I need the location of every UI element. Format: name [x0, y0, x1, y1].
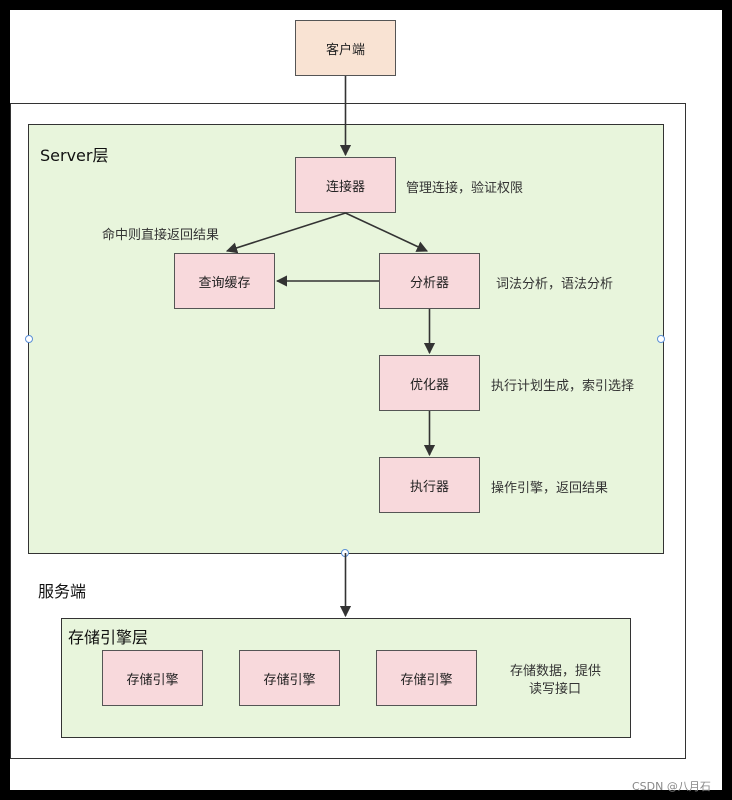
resize-handle-left[interactable]: [25, 335, 33, 343]
storage-annotation-line1: 存储数据，提供: [510, 664, 602, 679]
watermark: CSDN @八月石: [632, 780, 711, 793]
executor-node[interactable]: 执行器: [379, 457, 480, 513]
storage-layer-title: 存储引擎层: [68, 628, 149, 647]
arrow-connector-to-cache: [225, 212, 346, 254]
storage-engine-node[interactable]: 存储引擎: [376, 650, 477, 706]
service-label: 服务端: [38, 582, 87, 601]
analyzer-node[interactable]: 分析器: [379, 253, 480, 309]
optimizer-node[interactable]: 优化器: [379, 355, 480, 411]
diagram-canvas: Server层 服务端 存储引擎层 客户端 连接器 查询缓存 分析器 优化器 执…: [10, 10, 722, 793]
analyzer-annotation: 词法分析，语法分析: [496, 277, 614, 292]
server-layer-title: Server层: [40, 146, 109, 165]
resize-handle-right[interactable]: [657, 335, 665, 343]
query-cache-node[interactable]: 查询缓存: [174, 253, 275, 309]
storage-engine-node[interactable]: 存储引擎: [239, 650, 340, 706]
connector-node[interactable]: 连接器: [295, 157, 396, 213]
connector-annotation: 管理连接，验证权限: [406, 181, 524, 196]
cache-hit-annotation: 命中则直接返回结果: [102, 228, 220, 243]
storage-engine-node[interactable]: 存储引擎: [102, 650, 203, 706]
storage-annotation-line2: 读写接口: [529, 682, 582, 697]
connector-arrows: [225, 76, 436, 618]
optimizer-annotation: 执行计划生成，索引选择: [491, 379, 635, 394]
client-node[interactable]: 客户端: [295, 20, 396, 76]
arrow-connector-to-analyzer: [345, 212, 429, 252]
executor-annotation: 操作引擎，返回结果: [491, 481, 609, 496]
